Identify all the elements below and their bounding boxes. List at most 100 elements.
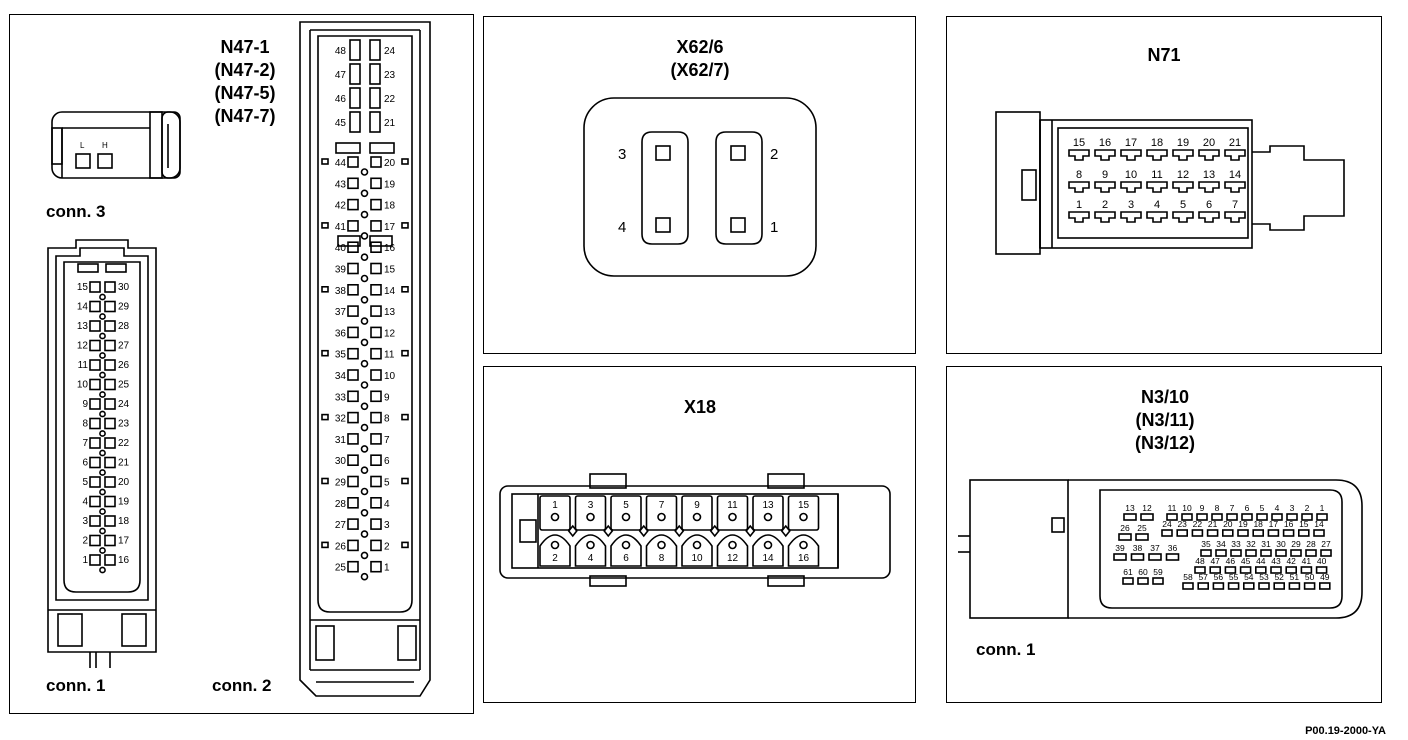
n3-pin-label-43: 43: [1271, 556, 1281, 566]
n3-pin-label-1: 1: [1320, 503, 1325, 513]
n3-pin-3: [1286, 513, 1298, 521]
conn1-pin-label-21: 21: [118, 458, 130, 469]
n3-pin-label-11: 11: [1168, 503, 1177, 513]
conn2-pin-24: [369, 39, 381, 61]
conn2-spacer: [369, 142, 395, 154]
n3-pin-51: [1288, 582, 1301, 590]
x18-pin-label-12: 12: [727, 553, 739, 564]
x62-label-3: 3: [618, 146, 626, 163]
n3-pin-28: [1305, 549, 1317, 557]
x18-pin-label-2: 2: [552, 553, 558, 564]
conn2-pin-label-16: 16: [384, 243, 396, 254]
n3-pin-label-2: 2: [1305, 503, 1310, 513]
n71-pin-20: [1198, 149, 1220, 161]
n3-pin-label-24: 24: [1162, 519, 1172, 529]
x62-title-line-1: X62/6: [676, 37, 724, 57]
conn1-pin-label-10: 10: [77, 380, 89, 391]
conn1-key: [99, 352, 106, 359]
n3-pin-label-8: 8: [1215, 503, 1220, 513]
conn2-pin-label-26: 26: [335, 541, 347, 552]
conn2-pin-label-21: 21: [384, 118, 396, 129]
n3-title: N3/10 (N3/11) (N3/12): [1105, 386, 1225, 455]
conn2-latch: [401, 477, 409, 485]
n3-pin-56: [1212, 582, 1225, 590]
conn1-pin-11: [89, 359, 101, 371]
n3-pin-50: [1303, 582, 1316, 590]
conn1-pin-label-26: 26: [118, 360, 130, 371]
conn1-label: conn. 1: [46, 676, 106, 695]
conn2-pin-label-39: 39: [335, 265, 347, 276]
conn2-pin-label-36: 36: [335, 328, 347, 339]
conn3-mark-l: L: [80, 141, 85, 150]
conn2-pin-48: [349, 39, 361, 61]
conn2-pin-label-7: 7: [384, 435, 390, 446]
x18-pin-15: [799, 512, 808, 522]
conn3-label: conn. 3: [46, 202, 106, 221]
conn2-key: [360, 338, 369, 347]
x18-title-line-1: X18: [683, 397, 717, 417]
left-panel-n47: [9, 14, 474, 714]
conn2-pin-25: [347, 560, 359, 573]
conn2-key: [360, 530, 369, 538]
n3-pin-53: [1258, 582, 1270, 590]
n71-pin-label-3: 3: [1128, 199, 1134, 211]
conn2-pin-label-5: 5: [384, 478, 390, 489]
conn2-latch: [321, 158, 329, 165]
n3-pin-60: [1137, 577, 1149, 585]
n71-pin-label-18: 18: [1151, 137, 1163, 149]
n3-pin-label-21: 21: [1208, 519, 1218, 529]
n3-pin-11: [1166, 513, 1178, 521]
n71-pin-18: [1146, 149, 1168, 161]
n3-pin-label-9: 9: [1200, 503, 1205, 513]
conn2-pin-label-47: 47: [335, 70, 347, 81]
conn1-key: [99, 547, 106, 554]
n71-title: N71: [1114, 44, 1214, 67]
conn1-pin-28: [104, 320, 116, 332]
x18-pin-12: [728, 540, 737, 550]
conn2-pin-label-38: 38: [335, 286, 347, 297]
conn2-pin-37: [347, 305, 359, 317]
conn1-key: [99, 313, 106, 320]
conn1-pin-label-29: 29: [118, 302, 130, 313]
conn1-pin-label-25: 25: [118, 380, 130, 391]
n3-pin-label-41: 41: [1302, 556, 1312, 566]
conn1-pin-25: [104, 378, 116, 391]
x18-pin-3: [586, 512, 595, 522]
n3-title-line-3: (N3/12): [1134, 433, 1196, 453]
n3-pin-label-39: 39: [1115, 543, 1125, 553]
n3-pin-label-23: 23: [1177, 519, 1187, 529]
x18-pin-2: [550, 540, 560, 550]
conn2-pin-16: [370, 241, 382, 253]
conn1-pin-13: [89, 320, 101, 332]
n47-title: N47-1 (N47-2) (N47-5) (N47-7): [190, 36, 300, 128]
n71-pin-label-2: 2: [1102, 199, 1108, 211]
conn2-pin-41: [347, 220, 359, 232]
conn1-pin-label-9: 9: [82, 399, 88, 410]
n71-pin-11: [1146, 181, 1168, 193]
conn2-pin-34: [347, 369, 359, 381]
x18-cell-3: [574, 495, 607, 531]
n47-title-line-4: (N47-7): [214, 106, 276, 126]
n3-pin-37: [1148, 553, 1162, 561]
x18-pin-label-13: 13: [762, 500, 774, 511]
x18-pin-label-15: 15: [798, 500, 810, 511]
n3-pin-label-36: 36: [1168, 543, 1178, 553]
x18-pin-label-3: 3: [588, 500, 594, 511]
conn1-key: [99, 430, 106, 437]
n3-conn1-label: conn. 1: [976, 640, 1036, 659]
conn2-latch: [401, 349, 409, 357]
conn1-key: [99, 410, 106, 418]
n3-pin-label-32: 32: [1246, 539, 1256, 549]
conn1-pin-label-2: 2: [82, 536, 88, 547]
x62-pin-4: [655, 217, 671, 233]
x18-pin-10: [692, 540, 702, 550]
conn2-pin-label-41: 41: [335, 222, 347, 233]
conn2-pin-label-27: 27: [335, 520, 347, 531]
conn2-pin-label-22: 22: [384, 94, 396, 105]
conn3-pin-h: [97, 153, 113, 169]
